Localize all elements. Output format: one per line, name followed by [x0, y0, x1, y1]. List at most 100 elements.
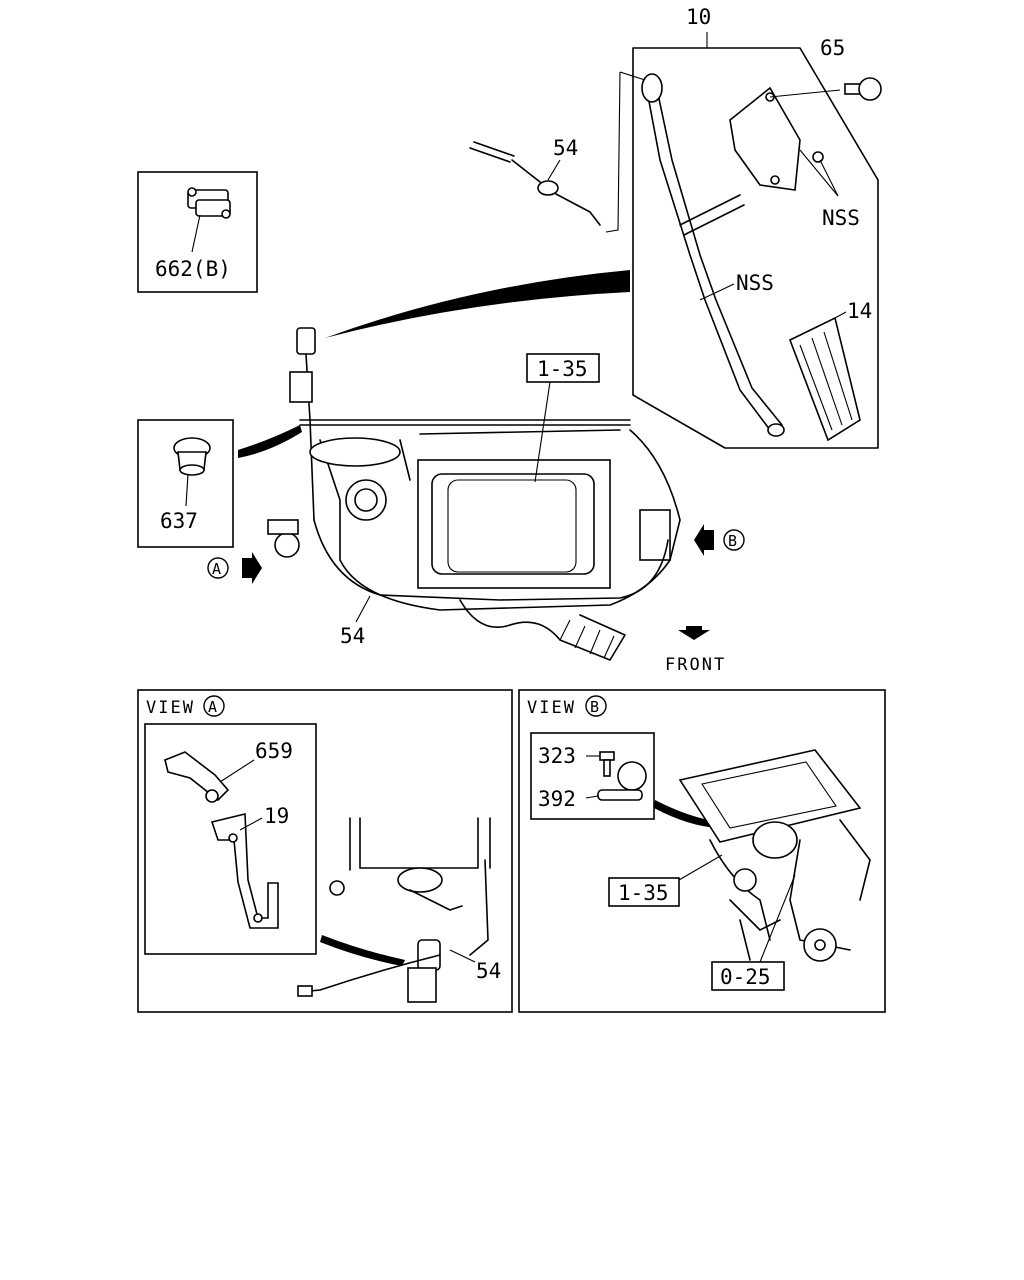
pedal-assembly-frame [632, 47, 879, 449]
bolt-65-icon [844, 77, 882, 101]
view-b-intake-cover [678, 749, 862, 843]
pedal-arm [644, 79, 783, 431]
view-a-pipe [409, 889, 463, 911]
intake-cover-inner [447, 479, 577, 573]
engine-outline [299, 419, 681, 611]
callout-10: 10 [686, 5, 711, 29]
view-a-pointer-fan [320, 935, 405, 966]
pivot-shaft [679, 194, 745, 236]
callout-65: 65 [820, 36, 845, 60]
leader-nss-bracket [799, 149, 839, 197]
throttle-bore [354, 488, 378, 512]
callout-662b: 662(B) [155, 257, 231, 281]
view-b-pointer-fan [654, 800, 720, 828]
callout-659: 659 [255, 739, 293, 763]
engine-assembly: 1-35 54 [267, 327, 681, 661]
view-a-cable [299, 954, 441, 993]
pointer-fan-clip [325, 270, 630, 338]
callout-nss-arm: NSS [736, 271, 774, 295]
view-b-title-marker-icon [585, 695, 607, 717]
bracket-19-icon [210, 812, 279, 929]
view-a-title: VIEW [146, 698, 195, 718]
view-b-panel: VIEW B 323 392 1-35 0-25 [518, 689, 886, 1013]
ref-box-1-35 [526, 353, 600, 383]
view-a-title-marker-icon [203, 695, 225, 717]
ref-box-1-35-view-b [608, 877, 680, 907]
bracket-hole-bottom [770, 175, 780, 185]
view-b-title: VIEW [527, 698, 576, 718]
leader-54-top [547, 159, 561, 181]
leader-1-35-view-b [678, 854, 723, 881]
view-b-title-marker: B [590, 698, 599, 716]
svg-text:B: B [728, 532, 737, 550]
view-a-housing [397, 867, 443, 893]
pedal-assembly-group: 10 65 NSS NSS 14 [605, 5, 882, 449]
callout-19: 19 [264, 804, 289, 828]
clip-inset: 662(B) [137, 171, 258, 293]
hose-ribs [559, 619, 615, 659]
view-a-title-marker: A [208, 698, 217, 716]
front-arrow-icon [678, 626, 710, 640]
leader-0-25 [759, 874, 796, 963]
clip-icon [187, 187, 231, 219]
leader-392 [585, 795, 599, 799]
view-a-cable-end [297, 985, 313, 997]
view-b-sensor [733, 868, 757, 892]
bracket-clip-icon [164, 751, 230, 803]
callout-1-35-view-b: 1-35 [618, 881, 669, 905]
leader-1-35 [534, 381, 551, 483]
sensor-round [274, 532, 300, 558]
view-a-clamp [407, 967, 437, 1003]
cable-end [555, 193, 601, 226]
cable-inner [511, 159, 541, 183]
pedal-arm-end [767, 423, 785, 437]
callout-1-35: 1-35 [537, 357, 588, 381]
pointer-fan-grommet [238, 425, 302, 458]
view-b-pulley-hub [814, 939, 826, 951]
leader-65 [769, 89, 841, 98]
leader-nss-arm [699, 283, 735, 301]
clamp-392-icon [597, 761, 647, 801]
intake-pipe [399, 429, 621, 481]
front-label: FRONT [665, 655, 726, 675]
pedal-bracket [729, 86, 801, 191]
intake-cover-panel [431, 473, 595, 575]
linkage-bracket [289, 371, 313, 403]
main-cable-route [313, 519, 669, 601]
leader-54-main [355, 595, 371, 623]
linkage-top [296, 327, 316, 355]
callout-392: 392 [538, 787, 576, 811]
leader-637 [185, 473, 189, 507]
callout-nss-bracket: NSS [822, 206, 860, 230]
callout-54-main: 54 [340, 624, 365, 648]
air-cleaner [309, 437, 401, 467]
cable-adjuster [537, 180, 559, 196]
top-cable-group: 54 [469, 136, 601, 226]
pedal-pad [788, 316, 861, 442]
bracket-bolt-small [812, 151, 824, 163]
view-b-throttle [752, 821, 798, 859]
callout-54-view-a: 54 [476, 959, 501, 983]
callout-14: 14 [847, 299, 872, 323]
view-a-bracket-mount [417, 939, 441, 971]
leader-662b [191, 214, 201, 253]
pedal-arm-pivot [641, 73, 663, 103]
view-b-linkage [729, 899, 781, 961]
view-b-intake-inner [701, 761, 837, 829]
view-a-cable-upper [469, 859, 489, 956]
callout-54-top: 54 [553, 136, 578, 160]
ref-box-0-25 [711, 961, 785, 991]
view-b-arrow-icon [694, 524, 714, 556]
callout-0-25: 0-25 [720, 965, 771, 989]
front-indicator: FRONT [665, 626, 726, 675]
cable-sleeve [469, 141, 515, 163]
callout-637: 637 [160, 509, 198, 533]
svg-text:A: A [212, 560, 221, 578]
leader-54-view-a [449, 949, 476, 963]
grommet-inset: 637 [137, 419, 234, 548]
view-b-marker: B [694, 524, 745, 556]
view-a-bolt [329, 880, 345, 896]
leader-19 [239, 817, 263, 831]
callout-323: 323 [538, 744, 576, 768]
